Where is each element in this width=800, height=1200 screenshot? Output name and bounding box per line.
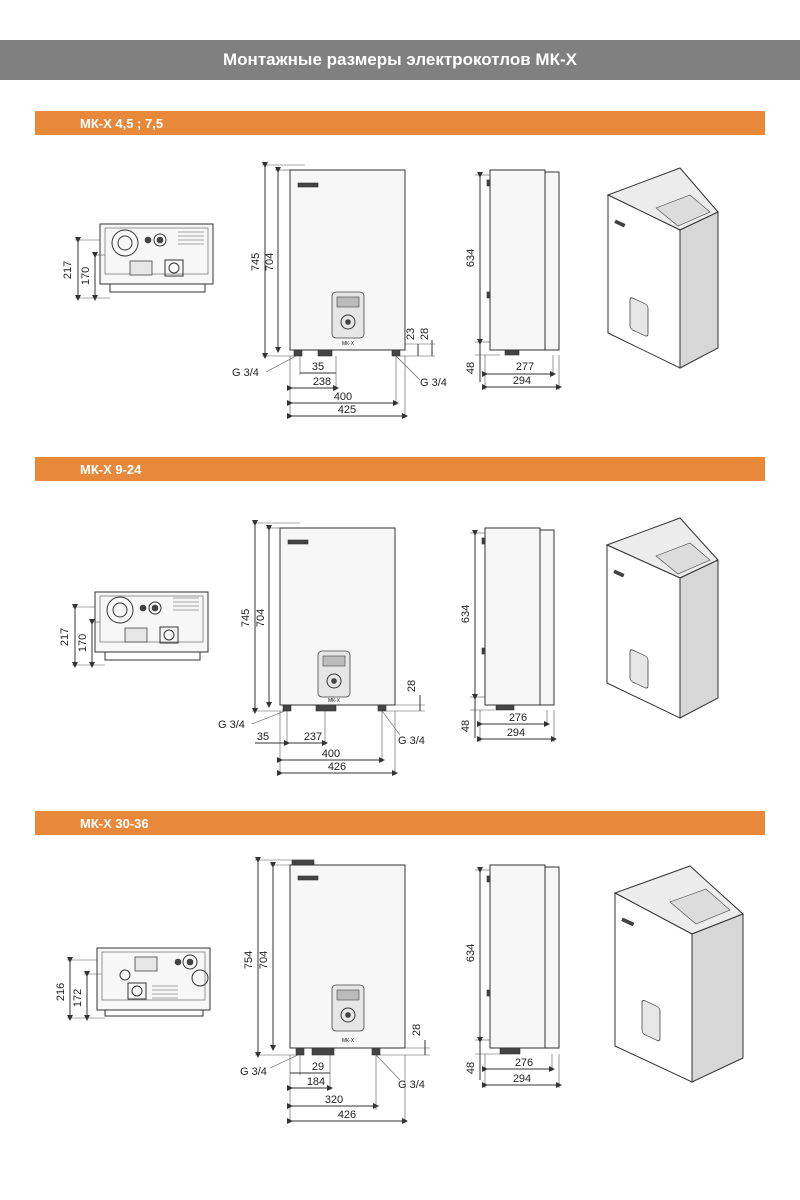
dim-side-d2: 294 bbox=[513, 375, 531, 387]
thread-left-1: G 3/4 bbox=[232, 367, 259, 379]
dim-bottom-h-inner: 170 bbox=[80, 267, 92, 285]
dim-front-h-inner: 704 bbox=[264, 253, 276, 271]
iso-view-3 bbox=[613, 865, 744, 1083]
dim-side-d2: 294 bbox=[513, 1073, 531, 1085]
front-view-2: МК-Х 745 704 28 G 3/4 G 3/4 35 bbox=[218, 520, 425, 776]
dim-w2: 238 bbox=[313, 376, 331, 388]
dim-front-h-inner: 704 bbox=[255, 609, 267, 627]
dim-side-bottom: 48 bbox=[465, 362, 477, 374]
iso-view-1 bbox=[606, 167, 719, 369]
dim-front-b: 28 bbox=[419, 328, 431, 340]
thread-right-2: G 3/4 bbox=[398, 735, 425, 747]
dim-side-d1: 277 bbox=[516, 361, 534, 373]
dim-side-d1: 276 bbox=[515, 1057, 533, 1069]
bottom-view-2: 217 170 bbox=[59, 591, 209, 668]
dim-front-b: 28 bbox=[411, 1024, 423, 1036]
dim-w4: 425 bbox=[338, 404, 356, 416]
dim-front-a: 23 bbox=[405, 328, 417, 340]
bottom-view-1: 217 170 bbox=[62, 223, 214, 301]
thread-right-3: G 3/4 bbox=[398, 1079, 425, 1091]
section-2-drawings: 217 170 МК-Х 745 704 28 G 3 bbox=[59, 517, 719, 776]
device-label-3: МК-Х bbox=[342, 1038, 355, 1044]
dim-front-h-total: 745 bbox=[250, 253, 262, 271]
section-1-drawings: 217 170 МК-Х 745 704 bbox=[62, 162, 719, 419]
dim-side-h: 634 bbox=[465, 944, 477, 962]
dim-w3: 400 bbox=[334, 391, 352, 403]
dim-w1: 35 bbox=[312, 361, 324, 373]
device-label-2: МК-Х bbox=[328, 698, 341, 704]
side-view-1: 634 48 277 294 bbox=[465, 169, 562, 390]
thread-right-1: G 3/4 bbox=[420, 377, 447, 389]
thread-left-2: G 3/4 bbox=[218, 719, 245, 731]
dim-bottom-h-total: 216 bbox=[55, 983, 67, 1001]
dim-bottom-h-inner: 172 bbox=[72, 989, 84, 1007]
dim-w3: 320 bbox=[325, 1094, 343, 1106]
dim-w3: 400 bbox=[322, 748, 340, 760]
dim-side-bottom: 48 bbox=[460, 720, 472, 732]
dim-w4: 426 bbox=[338, 1109, 356, 1121]
side-view-3: 634 48 276 294 bbox=[465, 864, 562, 1088]
front-view-3: МК-Х 754 704 28 G 3/4 G 3/4 29 bbox=[240, 857, 430, 1124]
bottom-view-3: 216 172 bbox=[55, 947, 211, 1021]
dim-w2: 237 bbox=[304, 731, 322, 743]
dim-side-d2: 294 bbox=[507, 727, 525, 739]
section-3-drawings: 216 172 МК-Х 754 704 28 bbox=[55, 857, 744, 1124]
dim-front-h-total: 754 bbox=[243, 951, 255, 969]
dim-side-d1: 276 bbox=[509, 712, 527, 724]
dim-side-bottom: 48 bbox=[465, 1062, 477, 1074]
dim-front-h-total: 745 bbox=[240, 609, 252, 627]
dim-front-b: 28 bbox=[406, 680, 418, 692]
dim-w2: 184 bbox=[307, 1076, 325, 1088]
iso-view-2 bbox=[605, 517, 719, 719]
side-view-2: 634 48 276 294 bbox=[460, 527, 557, 742]
dim-side-h: 634 bbox=[465, 249, 477, 267]
dim-w1: 35 bbox=[257, 731, 269, 743]
section-header-1: МК-Х 4,5 ; 7,5 bbox=[35, 111, 765, 135]
dim-side-h: 634 bbox=[460, 605, 472, 623]
section-header-3: МК-Х 30-36 bbox=[35, 811, 765, 835]
dim-bottom-h-total: 217 bbox=[62, 261, 74, 279]
device-label-1: МК-Х bbox=[342, 341, 355, 347]
dim-bottom-h-inner: 170 bbox=[77, 634, 89, 652]
dim-front-h-inner: 704 bbox=[258, 951, 270, 969]
dim-bottom-h-total: 217 bbox=[59, 628, 71, 646]
section-header-2: МК-Х 9-24 bbox=[35, 457, 765, 481]
thread-left-3: G 3/4 bbox=[240, 1066, 267, 1078]
page-title: Монтажные размеры электрокотлов МК-Х bbox=[0, 40, 800, 80]
dim-w1: 29 bbox=[312, 1061, 324, 1073]
front-view-1: МК-Х 745 704 23 28 G 3/4 G 3/4 bbox=[232, 162, 447, 419]
dim-w4: 426 bbox=[328, 761, 346, 773]
